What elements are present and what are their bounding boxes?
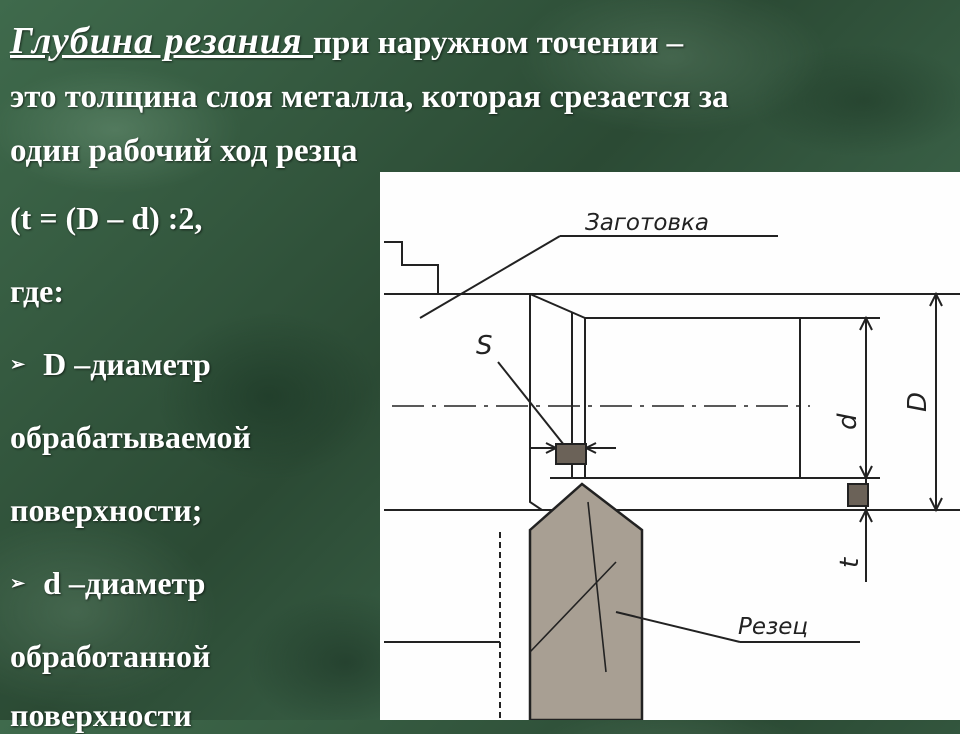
label-S: S [476,331,493,361]
bullet-d-line1: d –диаметр [43,565,206,601]
D-arrow-top [929,291,943,307]
label-t: t [835,557,865,568]
bullet-D-line1: D –диаметр [43,346,211,382]
t-arrow [859,507,873,523]
workpiece-leader [419,235,561,319]
turning-diagram: Заготовка Резец S d D t [380,172,960,720]
cutter-inner-line [587,501,607,673]
chamfer-line [529,293,586,319]
where-text: где: [10,273,64,309]
turning-diagram-svg: Заготовка Резец S d D t [384,210,960,720]
cut-layer-square [555,443,587,465]
label-cutter: Резец [738,614,808,640]
formula-text: (t = (D – d) :2, [10,200,203,236]
depth-layer-square [847,483,869,507]
cutter-body [528,482,644,720]
finished-part-outline [584,317,801,479]
workpiece-bottom-detail [529,478,543,511]
S-leader [497,361,569,451]
bullet-d-line3: поверхности [10,697,192,733]
slide-title: Глубина резания при наружном точении – э… [10,14,945,178]
d-arrow-top [859,315,873,331]
cutter-leader [615,611,741,643]
workpiece-step-outline [384,241,439,294]
title-line2: это толщина слоя металла, которая срезае… [10,79,729,115]
title-line1-rest: при наружном точении – [313,25,684,61]
bullet-item-d: ➢ d –диаметр [10,565,205,602]
title-term: Глубина резания [10,20,313,62]
bullet-item-D: ➢ D –диаметр [10,346,211,383]
label-workpiece: Заготовка [585,210,709,236]
title-line3: один рабочий ход резца [10,133,358,169]
cutter-diagonal-line [529,561,617,653]
label-d: d [833,413,863,430]
arrow-bullet-icon: ➢ [10,354,26,374]
arrow-bullet-icon: ➢ [10,573,26,593]
bullet-D-line3: поверхности; [10,492,203,528]
bullet-d-line2: обработанной [10,638,211,674]
bullet-D-line2: обрабатываемой [10,419,251,455]
label-D: D [903,392,933,412]
D-arrow-bottom [929,497,943,513]
